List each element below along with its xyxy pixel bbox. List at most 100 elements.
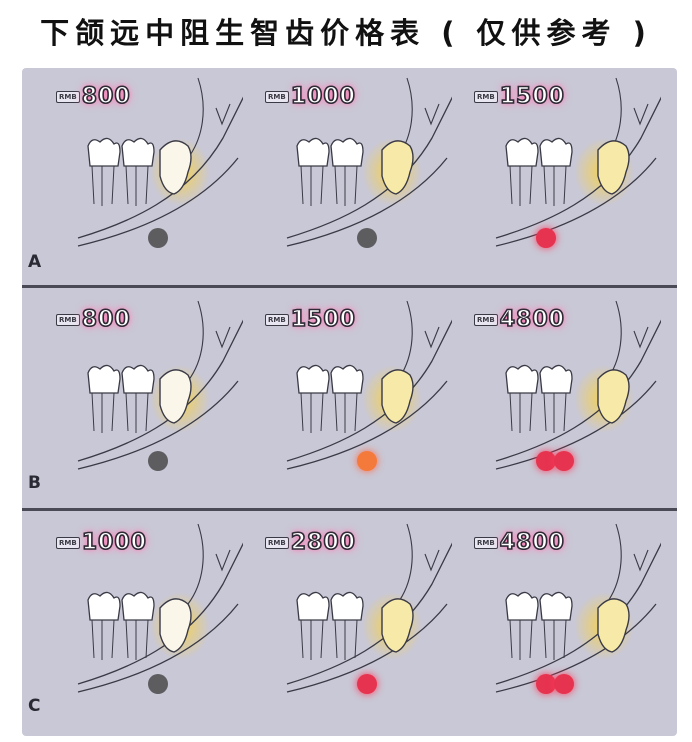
jaw-line [286, 96, 452, 239]
molar-root [300, 392, 324, 433]
cell-c2: RMB 2800 [247, 514, 452, 728]
cell-c3: RMB 4800 [456, 514, 661, 728]
price-amount: 1500 [499, 83, 565, 110]
cell-a2: RMB 1000 [247, 68, 452, 282]
price-label: RMB 2800 [265, 529, 356, 556]
rmb-tag: RMB [474, 90, 498, 103]
row-divider [22, 508, 677, 511]
tooth-illustration [495, 523, 661, 693]
price-amount: 4800 [499, 529, 565, 556]
jaw-line [495, 380, 657, 470]
difficulty-dot [554, 674, 574, 694]
price-amount: 800 [81, 83, 131, 110]
ramus-line [215, 103, 231, 126]
difficulty-dot [554, 451, 574, 471]
molar-root [509, 165, 533, 206]
molar-crown [505, 137, 539, 167]
price-amount: 800 [81, 306, 131, 333]
molar-crown [539, 364, 573, 394]
wisdom-tooth [381, 369, 414, 424]
tooth-illustration [286, 523, 452, 693]
ramus-line [633, 103, 649, 126]
molar-root [125, 165, 149, 206]
jaw-line [286, 380, 448, 470]
molar-crown [539, 137, 573, 167]
jaw-line [77, 157, 239, 247]
difficulty-indicator [536, 451, 574, 471]
ramus-line [215, 549, 231, 572]
ramus-line [605, 523, 622, 605]
rmb-tag: RMB [474, 536, 498, 549]
molar-root [543, 392, 567, 433]
molar-root [125, 619, 149, 660]
jaw-line [286, 603, 448, 693]
price-label: RMB 4800 [474, 306, 565, 333]
jaw-line [495, 603, 657, 693]
row-letter-c: C [28, 696, 41, 716]
rmb-tag: RMB [474, 313, 498, 326]
jaw-line [77, 542, 243, 685]
cell-b3: RMB 4800 [456, 291, 661, 505]
molar-root [125, 392, 149, 433]
difficulty-indicator [536, 674, 574, 694]
price-label: RMB 800 [56, 83, 131, 110]
molar-crown [121, 137, 155, 167]
price-label: RMB 1500 [474, 83, 565, 110]
molar-crown [87, 364, 121, 394]
ramus-line [187, 77, 204, 159]
ramus-line [633, 326, 649, 349]
ramus-line [187, 300, 204, 382]
molar-root [91, 165, 115, 206]
molar-root [91, 392, 115, 433]
molar-crown [296, 591, 330, 621]
ramus-line [396, 523, 413, 605]
jaw-line [77, 319, 243, 462]
difficulty-dot [536, 228, 556, 248]
ramus-line [633, 549, 649, 572]
wisdom-tooth [597, 140, 630, 195]
molar-root [543, 165, 567, 206]
jaw-line [77, 96, 243, 239]
ramus-line [187, 523, 204, 605]
price-amount: 1500 [290, 306, 356, 333]
molar-crown [330, 137, 364, 167]
cell-a3: RMB 1500 [456, 68, 661, 282]
difficulty-dot [148, 674, 168, 694]
tooth-illustration [77, 300, 243, 470]
tooth-illustration [495, 300, 661, 470]
difficulty-dot [148, 451, 168, 471]
difficulty-indicator [148, 451, 168, 471]
molar-root [334, 392, 358, 433]
rmb-tag: RMB [265, 90, 289, 103]
molar-crown [296, 364, 330, 394]
jaw-line [286, 157, 448, 247]
cell-a1: RMB 800 [38, 68, 243, 282]
molar-root [91, 619, 115, 660]
price-label: RMB 1500 [265, 306, 356, 333]
price-amount: 2800 [290, 529, 356, 556]
rmb-tag: RMB [265, 313, 289, 326]
molar-root [334, 165, 358, 206]
jaw-line [495, 542, 661, 685]
tooth-illustration [77, 77, 243, 247]
row-a: A RMB 800 RMB 1000 RMB [22, 68, 677, 282]
tooth-illustration [495, 77, 661, 247]
molar-root [509, 392, 533, 433]
molar-crown [505, 364, 539, 394]
molar-crown [330, 364, 364, 394]
rmb-tag: RMB [265, 536, 289, 549]
molar-root [300, 165, 324, 206]
row-letter-a: A [28, 252, 42, 272]
jaw-line [286, 319, 452, 462]
molar-crown [121, 364, 155, 394]
wisdom-tooth [381, 140, 414, 195]
molar-crown [121, 591, 155, 621]
price-amount: 1000 [290, 83, 356, 110]
difficulty-dot [148, 228, 168, 248]
wisdom-tooth [597, 598, 630, 653]
jaw-line [77, 603, 239, 693]
row-c: C RMB 1000 RMB 2800 RMB [22, 514, 677, 728]
difficulty-indicator [148, 228, 168, 248]
rmb-tag: RMB [56, 90, 80, 103]
price-label: RMB 1000 [56, 529, 147, 556]
